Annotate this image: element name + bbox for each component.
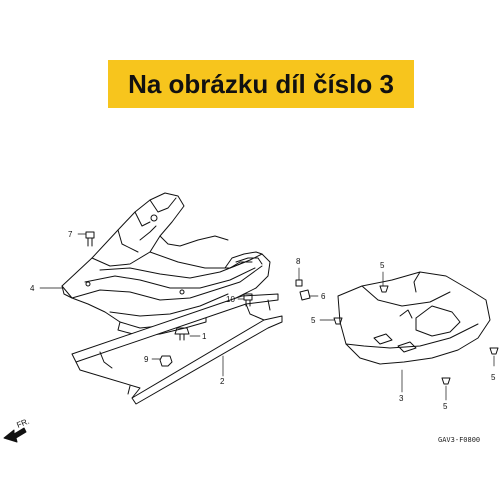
- bolt-10: [243, 293, 253, 307]
- callout-6: 6: [321, 292, 326, 301]
- callout-2: 2: [220, 377, 225, 386]
- callout-1: 1: [202, 332, 207, 341]
- front-direction-arrow: [3, 427, 27, 443]
- screws-5: [333, 285, 499, 385]
- callout-5-left: 5: [311, 316, 316, 325]
- bolt-1: [174, 327, 190, 341]
- callout-8: 8: [296, 257, 301, 266]
- callout-4: 4: [30, 284, 35, 293]
- diagram-code: GAV3-F0800: [438, 436, 480, 444]
- callout-5-bottom: 5: [443, 402, 448, 411]
- callout-labels: 4 7 1 2 9 10 8 6 5 5 5 5 3 FR. GAV3-F080…: [15, 230, 496, 444]
- part-number-banner: Na obrázku díl číslo 3: [108, 60, 414, 108]
- callout-9: 9: [144, 355, 149, 364]
- callout-3: 3: [399, 394, 404, 403]
- callout-10: 10: [226, 295, 235, 304]
- callout-5-right: 5: [491, 373, 496, 382]
- floor-panel-part-4: [61, 192, 271, 337]
- bolt-7: [85, 231, 95, 247]
- lower-frame-part-2: [71, 293, 283, 405]
- callout-7: 7: [68, 230, 73, 239]
- direction-label: FR.: [15, 417, 30, 430]
- callout-5-top: 5: [380, 261, 385, 270]
- banner-text: Na obrázku díl číslo 3: [128, 68, 394, 99]
- nut-9: [159, 355, 173, 367]
- leader-lines: [39, 233, 495, 401]
- bolt-8: [295, 279, 303, 287]
- under-cover-part-3: [337, 271, 491, 365]
- nut-6: [299, 289, 311, 301]
